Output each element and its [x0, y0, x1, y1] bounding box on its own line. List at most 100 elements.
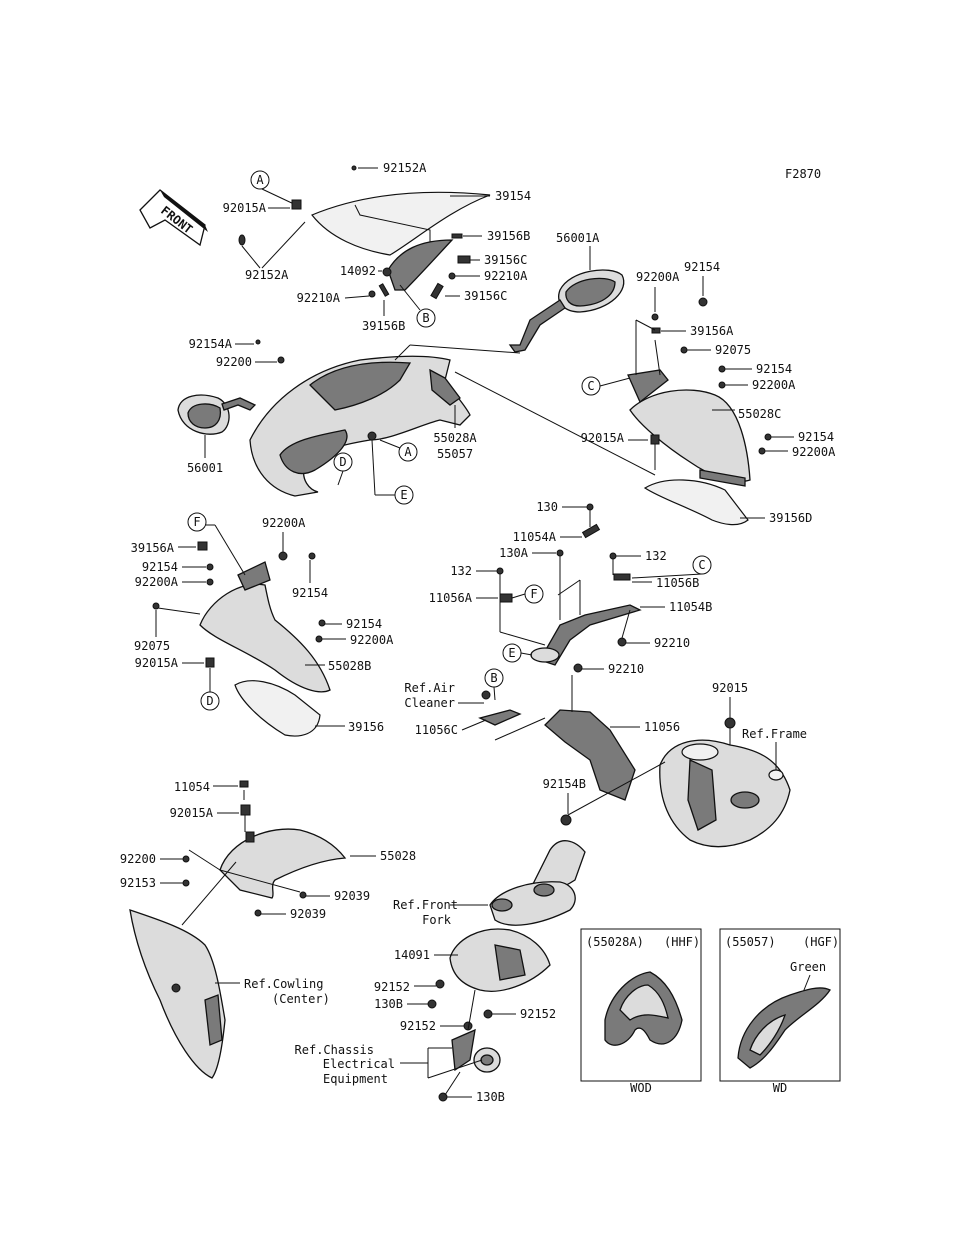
label-39156C-1: 39156C: [484, 253, 527, 267]
label-55028C: 55028C: [738, 407, 781, 421]
callout-b-label: B: [422, 311, 429, 325]
label-11056C: 11056C: [415, 723, 458, 737]
lower-cowl-part: [219, 828, 347, 899]
label-132-r: 132: [645, 549, 667, 563]
label-92200: 92200: [216, 355, 252, 369]
ref-frame: Ref.Frame: [742, 727, 807, 741]
ref-chassis-3: Equipment: [323, 1072, 388, 1086]
grommet-part: [451, 1028, 501, 1073]
label-92152-3: 92152: [520, 1007, 556, 1021]
label-39156D: 39156D: [769, 511, 812, 525]
windshield-part: [311, 191, 491, 260]
callout-a: [250, 170, 270, 190]
callout-b: [416, 308, 436, 328]
label-92152-1: 92152: [374, 980, 410, 994]
label-92015A-b: 92015A: [170, 806, 214, 820]
inset-right-caption: WD: [773, 1081, 787, 1095]
label-92075-2: 92075: [134, 639, 170, 653]
label-92154-l1: 92154: [142, 560, 178, 574]
label-92154A: 92154A: [189, 337, 233, 351]
label-11056: 11056: [644, 720, 680, 734]
label-92075-1: 92075: [715, 343, 751, 357]
inset-left-variant: (HHF): [664, 935, 700, 949]
left-pad-part: [234, 680, 321, 737]
callout-c-2-label: C: [698, 558, 705, 572]
ref-air-cleaner-2: Cleaner: [404, 696, 455, 710]
callout-a-2: [398, 442, 418, 462]
label-11054A: 11054A: [513, 530, 557, 544]
label-39154: 39154: [495, 189, 531, 203]
label-92200A-l1: 92200A: [262, 516, 306, 530]
label-11054: 11054: [174, 780, 210, 794]
ref-front-fork-1: Ref.Front: [393, 898, 458, 912]
label-14091: 14091: [394, 948, 430, 962]
label-92154B: 92154B: [543, 777, 586, 791]
front-arrow-icon: FRONT: [139, 189, 208, 247]
callout-a-label: A: [256, 173, 264, 187]
callout-d-label: D: [339, 455, 346, 469]
label-39156A-1: 39156A: [690, 324, 734, 338]
figure-code: F2870: [785, 167, 821, 181]
ref-cowling-2: (Center): [272, 992, 330, 1006]
label-39156A-2: 39156A: [131, 541, 175, 555]
inset-right-code: (55057): [725, 935, 776, 949]
label-92153: 92153: [120, 876, 156, 890]
callout-f: [187, 512, 207, 532]
upper-cowl-part: [249, 355, 471, 497]
label-92154-top: 92154: [684, 260, 720, 274]
label-55028A: 55028A: [433, 431, 477, 445]
callout-d-2: [200, 691, 220, 711]
label-92039-2: 92039: [290, 907, 326, 921]
callout-d-2-label: D: [206, 694, 213, 708]
inset-left-caption: WOD: [630, 1081, 652, 1095]
label-56001: 56001: [187, 461, 223, 475]
ref-chassis-1: Ref.Chassis: [295, 1043, 374, 1057]
callout-b-2-label: B: [490, 671, 497, 685]
side-cowl-part: [129, 909, 226, 1079]
bracket-stay-part: [530, 604, 642, 801]
label-132-l: 132: [450, 564, 472, 578]
label-92154-r2: 92154: [756, 362, 792, 376]
left-inner-panel-part: [199, 561, 331, 693]
label-92154-l2: 92154: [292, 586, 328, 600]
label-92015: 92015: [712, 681, 748, 695]
label-92200A-l2: 92200A: [135, 575, 179, 589]
label-92015A-r: 92015A: [581, 431, 625, 445]
label-92015A-l: 92015A: [135, 656, 179, 670]
label-130B-2: 130B: [476, 1090, 505, 1104]
label-92152A-2: 92152A: [245, 268, 289, 282]
label-130: 130: [536, 500, 558, 514]
label-92152-2: 92152: [400, 1019, 436, 1033]
inset-right-color: Green: [790, 960, 826, 974]
label-92039-1: 92039: [334, 889, 370, 903]
label-55057: 55057: [437, 447, 473, 461]
ref-cowling-1: Ref.Cowling: [244, 977, 323, 991]
label-39156B-2: 39156B: [362, 319, 405, 333]
ref-front-fork-2: Fork: [422, 913, 452, 927]
callout-f-2-label: F: [530, 587, 537, 601]
label-11054B: 11054B: [669, 600, 712, 614]
callout-e-2-label: E: [508, 646, 515, 660]
label-92210-2: 92210: [608, 662, 644, 676]
right-pad-part: [643, 479, 749, 526]
label-92154-r3: 92154: [798, 430, 834, 444]
frame-part: [659, 739, 791, 848]
callout-a-2-label: A: [404, 445, 412, 459]
label-55028B: 55028B: [328, 659, 371, 673]
label-92015A-1: 92015A: [223, 201, 267, 215]
label-92210A-1: 92210A: [484, 269, 528, 283]
label-92210A-2: 92210A: [297, 291, 341, 305]
label-11056B: 11056B: [656, 576, 699, 590]
label-39156C-2: 39156C: [464, 289, 507, 303]
upper-bracket-part: [382, 239, 454, 291]
steering-stem-part: [489, 840, 586, 926]
label-92200-b: 92200: [120, 852, 156, 866]
meter-bracket-part: [449, 928, 551, 992]
inset-55028A: (55028A) (HHF) WOD: [580, 928, 702, 1095]
label-130A: 130A: [499, 546, 529, 560]
ref-chassis-2: Electrical: [323, 1057, 395, 1071]
callout-e-label: E: [400, 488, 407, 502]
left-mirror-part: [177, 394, 257, 435]
label-56001A: 56001A: [556, 231, 600, 245]
